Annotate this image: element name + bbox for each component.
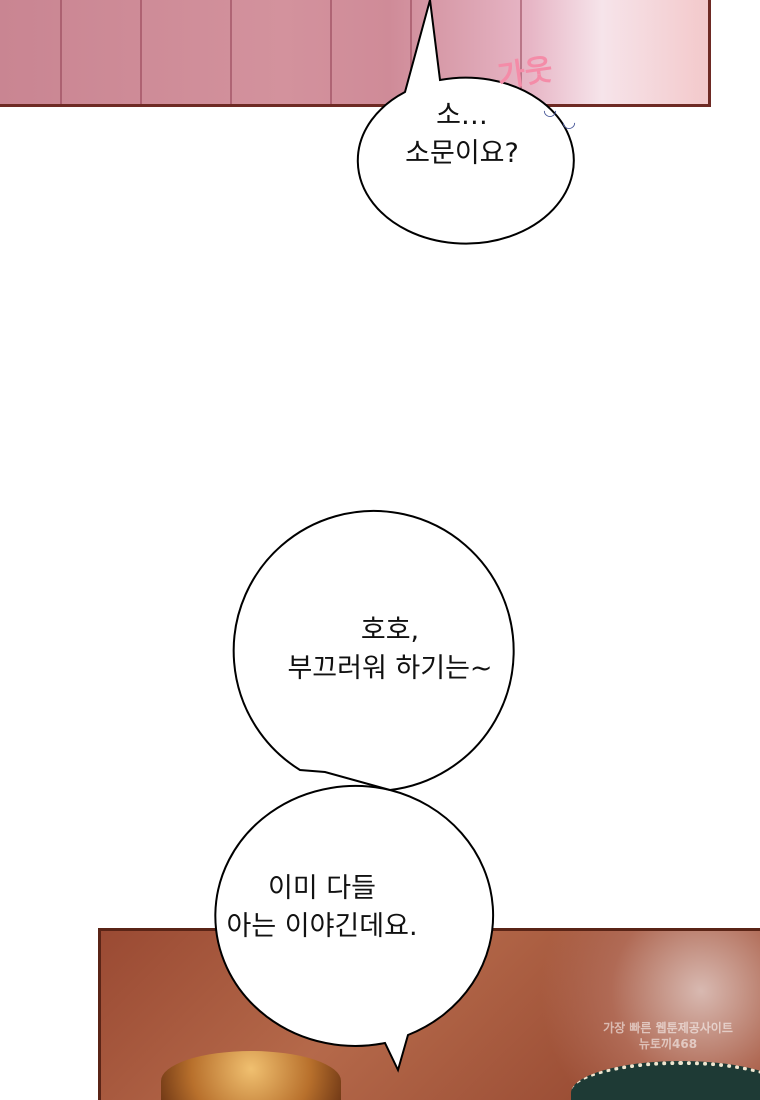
sweat-drop-icon: ◡	[543, 100, 557, 119]
speech-bubble-2	[232, 509, 515, 792]
bottom-panel-art	[98, 928, 760, 1100]
sound-effect: 가웃	[495, 52, 555, 95]
bubble-2-text: 호호,부끄러워 하기는~	[287, 615, 493, 684]
bubble-1-text: 소…소문이요?	[405, 100, 519, 169]
top-panel-art	[0, 0, 711, 107]
speech-bubble-3	[214, 784, 495, 1073]
watermark: 가장 빠른 웹툰제공사이트 뉴토끼468	[603, 1021, 733, 1051]
speech-bubble-1	[356, 0, 575, 245]
sweat-drop-icon: ◡	[562, 112, 576, 131]
